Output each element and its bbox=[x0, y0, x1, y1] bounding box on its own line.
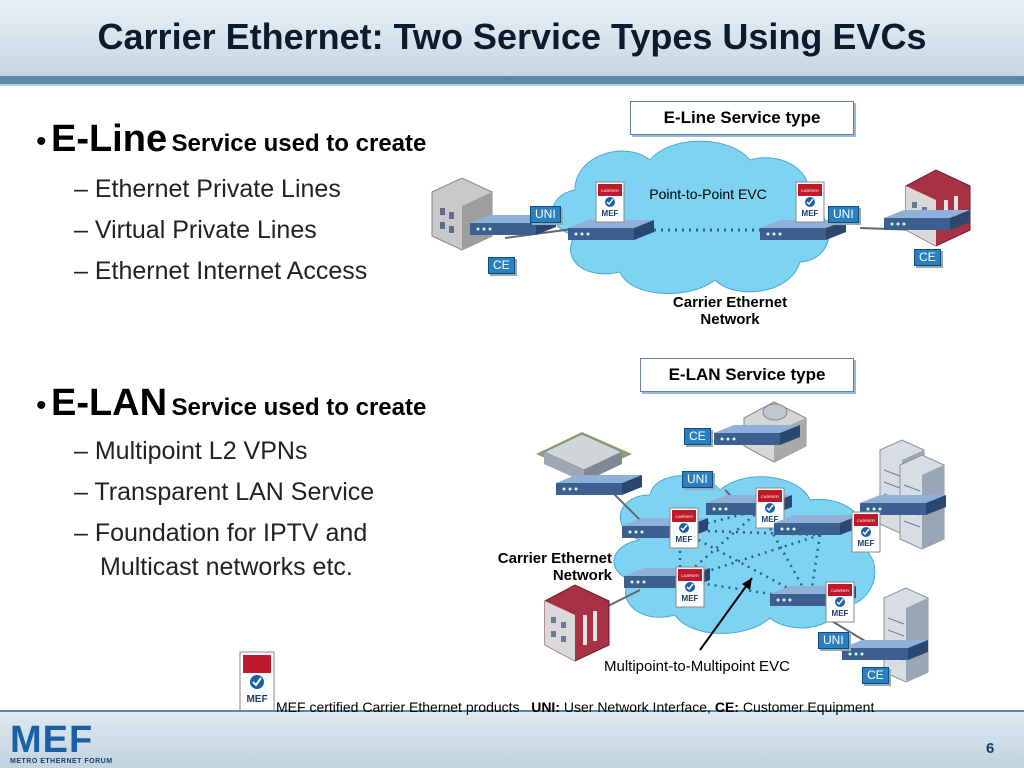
eline-heading: E-Line bbox=[50, 118, 168, 160]
mef-logo-subtext: METRO ETHERNET FORUM bbox=[10, 758, 113, 765]
eline-network-label: Carrier Ethernet Network bbox=[654, 294, 806, 328]
elan-evc-label: Multipoint-to-Multipoint EVC bbox=[604, 658, 790, 675]
footer-uni-term: UNI: bbox=[531, 699, 560, 715]
eline-bullet: • E-Line Service used to create bbox=[36, 118, 426, 161]
elan-diagram bbox=[536, 401, 946, 683]
elan-heading: E-LAN bbox=[50, 382, 168, 424]
elan-network-line1: Carrier Ethernet bbox=[497, 550, 612, 567]
title-rule bbox=[0, 76, 1024, 84]
footer-ce-term: CE: bbox=[714, 699, 739, 715]
footer-mef-note: MEF certified Carrier Ethernet products bbox=[276, 699, 520, 715]
eline-network-line2: Network bbox=[700, 311, 760, 328]
elan-uni-bottom: UNI bbox=[818, 632, 849, 649]
footer-legend: MEF certified Carrier Ethernet products … bbox=[276, 699, 874, 715]
elan-bullet: • E-LAN Service used to create bbox=[36, 382, 426, 425]
footer-uni-def: User Network Interface, bbox=[563, 699, 711, 715]
eline-evc-label: Point-to-Point EVC bbox=[649, 186, 767, 202]
elan-network-label: Carrier Ethernet Network bbox=[470, 550, 612, 584]
bullet-dot: • bbox=[36, 125, 47, 158]
eline-network-line1: Carrier Ethernet bbox=[672, 294, 788, 311]
eline-item-2: – Virtual Private Lines bbox=[74, 216, 317, 244]
mef-logo: MEF METRO ETHERNET FORUM bbox=[10, 719, 113, 765]
footer-ce-def: Customer Equipment bbox=[742, 699, 875, 715]
mef-logo-text: MEF bbox=[10, 719, 94, 761]
elan-suffix: Service used to create bbox=[171, 394, 427, 421]
slide-title: Carrier Ethernet: Two Service Types Usin… bbox=[97, 16, 927, 57]
elan-item-2: – Transparent LAN Service bbox=[74, 478, 375, 506]
eline-suffix: Service used to create bbox=[171, 130, 427, 157]
bullet-dot: • bbox=[36, 389, 47, 422]
page-number: 6 bbox=[986, 740, 995, 757]
elan-service-box: E-LAN Service type bbox=[640, 358, 854, 392]
elan-ce-top: CE bbox=[684, 428, 711, 445]
elan-network-line2: Network bbox=[552, 567, 612, 584]
eline-item-1: – Ethernet Private Lines bbox=[74, 175, 341, 203]
eline-service-box: E-Line Service type bbox=[630, 101, 854, 135]
eline-ce-left: CE bbox=[488, 257, 515, 274]
eline-diagram bbox=[431, 140, 971, 294]
elan-item-3-cont: Multicast networks etc. bbox=[100, 553, 353, 581]
eline-item-3: – Ethernet Internet Access bbox=[74, 257, 368, 285]
elan-uni-top: UNI bbox=[682, 471, 713, 488]
certified-badge: MEF bbox=[239, 651, 275, 713]
elan-item-3: – Foundation for IPTV and bbox=[74, 519, 368, 547]
svg-text:MEF: MEF bbox=[246, 694, 267, 705]
elan-item-1: – Multipoint L2 VPNs bbox=[74, 437, 308, 465]
footer-bar bbox=[0, 712, 1024, 768]
eline-uni-left: UNI bbox=[530, 206, 561, 223]
eline-ce-right: CE bbox=[914, 249, 941, 266]
elan-ce-bottom: CE bbox=[862, 667, 889, 684]
title-rule-accent bbox=[0, 84, 1024, 86]
eline-cloud bbox=[552, 140, 830, 294]
title-bar bbox=[0, 0, 1024, 78]
eline-uni-right: UNI bbox=[828, 206, 859, 223]
